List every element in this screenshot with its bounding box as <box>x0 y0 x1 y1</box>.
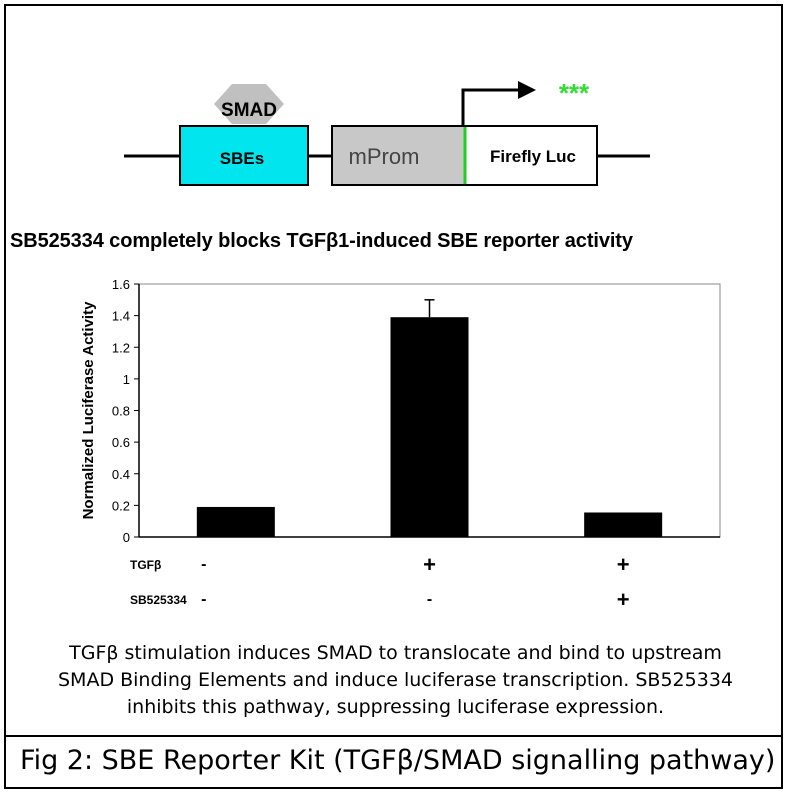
condition-value: + <box>423 552 436 577</box>
transcription-arrow <box>461 88 520 126</box>
y-tick-label: 0.8 <box>112 404 130 419</box>
y-tick-label: 1.4 <box>112 309 130 324</box>
description-line: inhibits this pathway, suppressing lucif… <box>126 696 665 718</box>
smad-shape <box>214 84 284 124</box>
chart-title: SB525334 completely blocks TGFβ1-induced… <box>10 230 633 252</box>
y-tick-label: 0.2 <box>112 498 130 513</box>
reporter-label: Firefly Luc <box>490 147 576 166</box>
condition-value: - <box>201 556 206 573</box>
description-line: SMAD Binding Elements and induce lucifer… <box>58 669 733 691</box>
promoter-label: mProm <box>349 144 420 169</box>
y-tick-label: 1.2 <box>112 340 130 355</box>
condition-value: + <box>617 552 630 577</box>
condition-value: - <box>201 591 206 608</box>
figure-description: TGFβ stimulation induces SMAD to translo… <box>20 640 771 721</box>
bar <box>390 317 469 537</box>
y-tick-label: 0.4 <box>112 467 130 482</box>
condition-label: TGFβ <box>130 558 161 572</box>
smad-label: SMAD <box>221 100 277 121</box>
condition-table: TGFβ-++SB525334--+ <box>130 552 630 612</box>
condition-label: SB525334 <box>130 593 187 607</box>
y-tick-label: 0 <box>123 530 130 545</box>
bar <box>196 506 275 537</box>
y-axis-label: Normalized Luciferase Activity <box>80 301 97 520</box>
description-line: TGFβ stimulation induces SMAD to translo… <box>69 642 722 664</box>
transcription-arrowhead <box>518 81 536 99</box>
y-tick-label: 0.6 <box>112 435 130 450</box>
y-tick-label: 1 <box>123 372 130 387</box>
y-tick-label: 1.6 <box>112 277 130 292</box>
sbe-box <box>179 125 309 186</box>
condition-value: - <box>427 591 432 608</box>
sbe-label: SBEs <box>220 149 264 168</box>
activity-stars: *** <box>559 78 590 108</box>
figure-caption-box: Fig 2: SBE Reporter Kit (TGFβ/SMAD signa… <box>4 735 783 789</box>
figure-frame <box>4 4 783 789</box>
condition-value: + <box>617 587 630 612</box>
chart-bars <box>196 299 663 537</box>
figure-caption: Fig 2: SBE Reporter Kit (TGFβ/SMAD signa… <box>20 745 776 776</box>
bar <box>584 512 663 537</box>
reporter-box <box>464 125 598 186</box>
